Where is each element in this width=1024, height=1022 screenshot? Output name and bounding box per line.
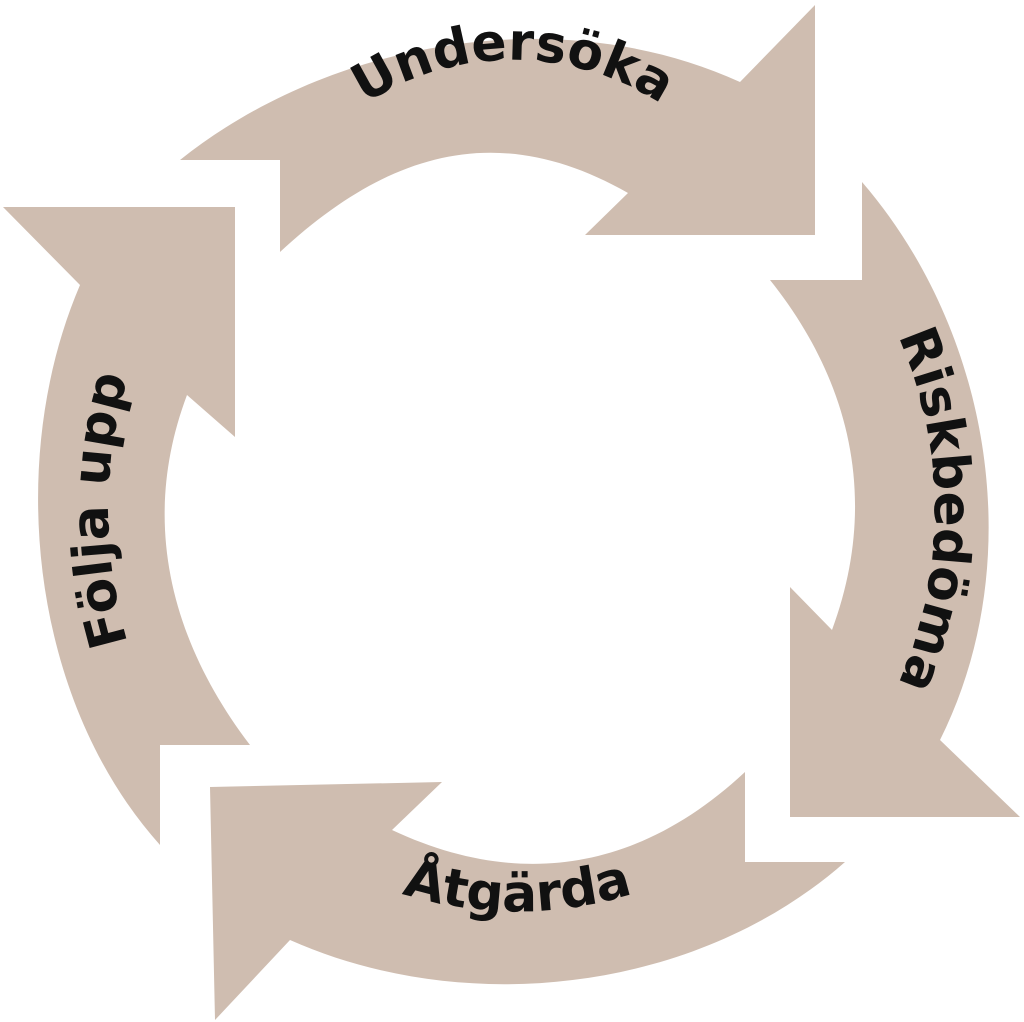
cycle-step-folja-upp: Följa upp bbox=[3, 207, 250, 845]
arrow-shape-bottom bbox=[210, 772, 845, 1020]
cycle-step-riskbedoma: Riskbedöma bbox=[770, 182, 1020, 817]
arrow-shape-top bbox=[180, 5, 815, 252]
cycle-step-atgarda: Åtgärda bbox=[210, 772, 845, 1020]
step-label: Åtgärda bbox=[398, 847, 637, 924]
cycle-step-undersoka: Undersöka bbox=[180, 5, 815, 252]
arrow-shape-right bbox=[770, 182, 1020, 817]
step-label-text: Åtgärda bbox=[398, 847, 637, 924]
arrow-shape-left bbox=[3, 207, 250, 845]
